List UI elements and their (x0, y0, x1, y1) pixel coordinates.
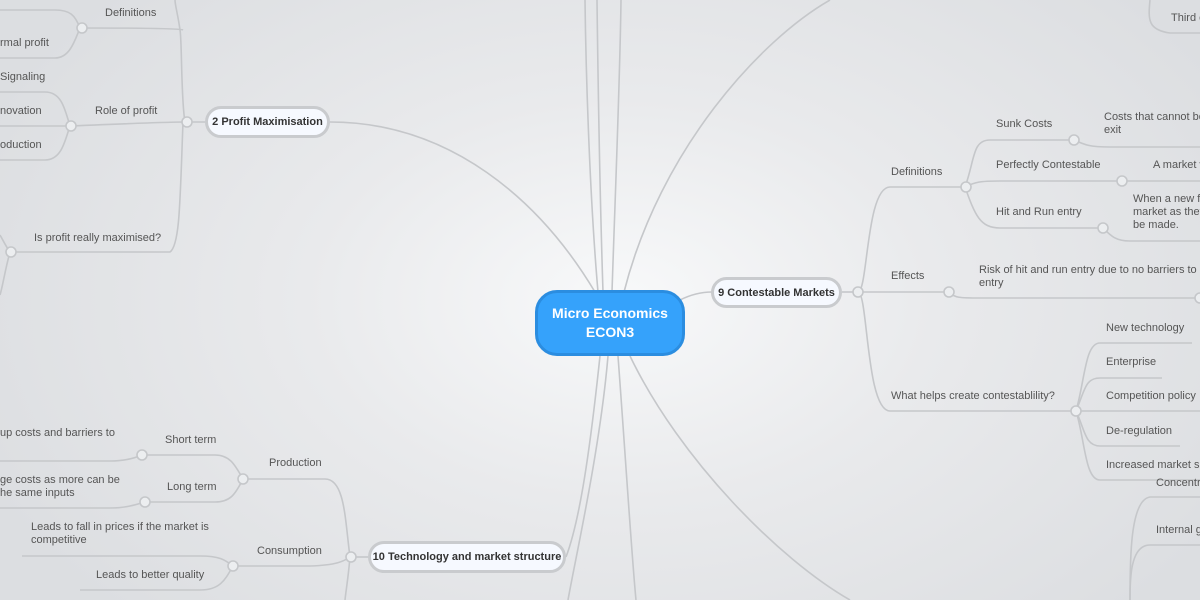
node-sunk-costs[interactable]: Sunk Costs (996, 118, 1053, 130)
node-production[interactable]: oduction (0, 139, 42, 151)
node-short-term-definition[interactable]: up costs and barriers to (0, 427, 115, 439)
node-short-term[interactable]: Short term (165, 434, 217, 446)
central-subtitle: ECON3 (585, 324, 635, 340)
node-effects-risk[interactable]: Risk of hit and run entry due to no barr… (979, 264, 1197, 289)
node-internal-growth[interactable]: Internal g (1156, 524, 1200, 536)
node-fall-in-prices[interactable]: Leads to fall in prices if the market is… (31, 521, 209, 546)
node-long-term-definition[interactable]: ge costs as more can be he same inputs (0, 474, 120, 499)
node-innovation[interactable]: novation (0, 105, 42, 117)
node-what-helps[interactable]: What helps create contestablility? (891, 390, 1055, 402)
node-sunk-costs-definition[interactable]: Costs that cannot be exit (1104, 111, 1200, 136)
topic-label: 9 Contestable Markets (718, 286, 835, 299)
node-hit-and-run-definition[interactable]: When a new fi market as they be made. (1133, 193, 1200, 231)
node-definitions[interactable]: Definitions (891, 166, 943, 178)
node-definitions[interactable]: Definitions (105, 7, 157, 19)
central-topic[interactable]: Micro Economics ECON3 (535, 290, 685, 356)
topic-label: 10 Technology and market structure (372, 551, 562, 563)
node-perfectly-contestable-definition[interactable]: A market w (1153, 159, 1200, 171)
node-competition-policy[interactable]: Competition policy (1106, 390, 1196, 402)
node-signaling[interactable]: Signaling (0, 71, 46, 83)
node-third[interactable]: Third c (1171, 12, 1200, 24)
node-perfectly-contestable[interactable]: Perfectly Contestable (996, 159, 1101, 171)
node-profit-really-maximised[interactable]: Is profit really maximised? (34, 232, 162, 244)
node-hit-and-run[interactable]: Hit and Run entry (996, 206, 1082, 218)
node-concentration[interactable]: Concentr (1156, 477, 1200, 489)
topic-technology-market-structure[interactable]: 10 Technology and market structure (368, 541, 566, 573)
topic-profit-maximisation[interactable]: 2 Profit Maximisation (205, 106, 330, 138)
node-de-regulation[interactable]: De-regulation (1106, 425, 1173, 437)
node-production[interactable]: Production (269, 457, 322, 469)
central-title: Micro Economics (552, 305, 668, 321)
node-normal-profit[interactable]: rmal profit (0, 37, 49, 49)
node-better-quality[interactable]: Leads to better quality (96, 569, 205, 581)
node-new-technology[interactable]: New technology (1106, 322, 1185, 334)
node-effects[interactable]: Effects (891, 270, 925, 282)
node-long-term[interactable]: Long term (167, 481, 217, 493)
node-consumption[interactable]: Consumption (257, 545, 322, 557)
topic-label: 2 Profit Maximisation (212, 116, 323, 128)
node-increased-market-size[interactable]: Increased market siz (1106, 459, 1200, 471)
node-role-of-profit[interactable]: Role of profit (95, 105, 158, 117)
topic-contestable-markets[interactable]: 9 Contestable Markets (711, 277, 842, 308)
node-enterprise[interactable]: Enterprise (1106, 356, 1157, 368)
